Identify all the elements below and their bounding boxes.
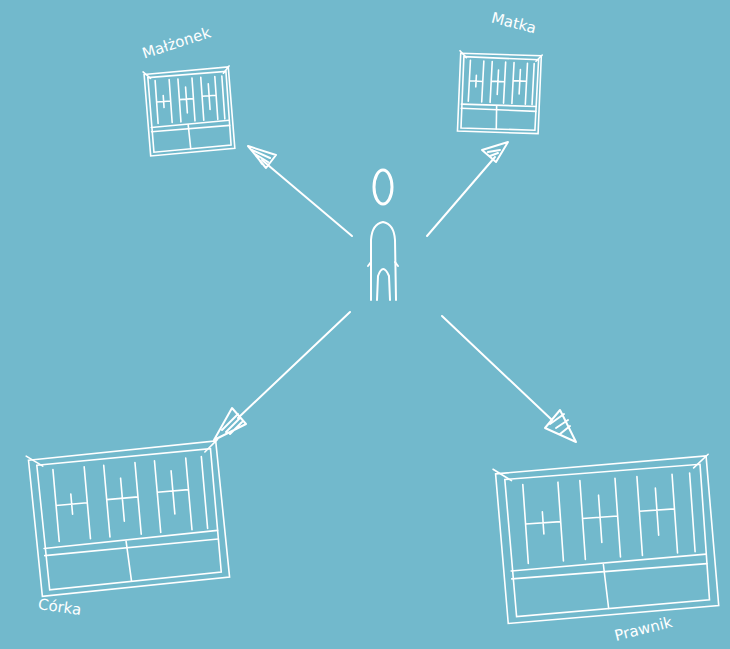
person-legs [377, 269, 390, 300]
person-body [371, 222, 396, 300]
document-sketch: Córka [30, 446, 226, 590]
document-label: Małżonek [140, 23, 213, 62]
document-sketch: Prawnik [496, 460, 716, 618]
document-sketch: Małżonek [145, 68, 233, 154]
person-head [374, 170, 392, 204]
document-outline [491, 453, 721, 626]
document-label: Prawnik [613, 613, 674, 645]
document-outline [455, 50, 543, 136]
person-hands [368, 262, 398, 266]
document-label: Matka [490, 9, 539, 38]
document-outline [142, 65, 236, 157]
document-label: Córka [37, 595, 83, 619]
document-sketch: Matka [457, 52, 541, 134]
arrow-lines [214, 142, 576, 442]
document-outline [24, 438, 232, 599]
